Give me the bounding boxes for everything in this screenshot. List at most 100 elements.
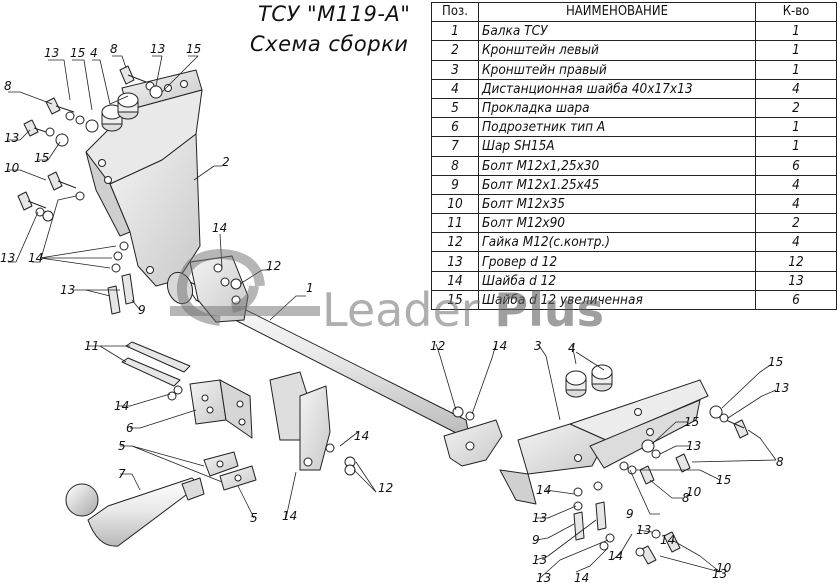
callout-number: 15 [684, 415, 699, 429]
callout-number: 9 [532, 533, 540, 547]
diagram-subtitle: Схема сборки [250, 32, 409, 56]
callout-number: 9 [138, 303, 146, 317]
washers-nuts [35, 81, 729, 557]
callout-number: 14 [660, 533, 675, 547]
callout-number: 11 [84, 339, 99, 353]
callout-number: 8 [110, 42, 118, 56]
row-pos: 11 [431, 213, 479, 234]
callout-number: 8 [682, 491, 690, 505]
callout-number: 13 [532, 511, 547, 525]
callout-number: 4 [568, 341, 576, 355]
callout-number: 15 [70, 46, 85, 60]
callout-number: 14 [536, 483, 551, 497]
callout-number: 7 [118, 467, 126, 481]
callout-number: 2 [222, 155, 230, 169]
callout-number: 15 [186, 42, 201, 56]
watermark: Leader Plus [322, 283, 604, 337]
row-name: Подрозетник тип A [478, 117, 756, 138]
row-name: Болт M12x35 [478, 193, 756, 215]
ball-pads [203, 451, 257, 491]
callout-number: 13 [0, 251, 15, 265]
row-name: Шайба d 12 увеличенная [478, 289, 756, 311]
row-pos: 13 [431, 251, 479, 272]
callout-number: 14 [492, 339, 507, 353]
callout-number: 13 [532, 553, 547, 567]
callout-number: 13 [712, 567, 727, 581]
left-bracket [85, 69, 203, 287]
callout-number: 9 [626, 507, 634, 521]
row-qty: 12 [755, 251, 837, 272]
callout-number: 15 [768, 355, 783, 369]
callout-number: 14 [282, 509, 297, 523]
row-name: Прокладка шара [478, 97, 756, 119]
callout-number: 1 [306, 281, 314, 295]
leaderplus-logo-icon [170, 248, 320, 326]
callout-number: 14 [574, 571, 589, 585]
callout-number: 14 [28, 251, 43, 265]
right-bracket [499, 379, 709, 505]
socket-plate [189, 379, 253, 439]
parts-table-header-row: Поз. НАИМЕНОВАНИЕ К-во [431, 1, 837, 23]
callout-number: 13 [44, 46, 59, 60]
diagram-title: ТСУ "M119-A" [258, 2, 411, 26]
callout-number: 5 [118, 439, 126, 453]
row-pos: 15 [431, 289, 479, 311]
callout-number: 6 [126, 421, 134, 435]
callout-number: 13 [774, 381, 789, 395]
row-name: Болт M12x1.25x45 [478, 174, 756, 195]
callout-number: 13 [636, 523, 651, 537]
row-pos: 14 [431, 270, 479, 291]
callout-number: 12 [430, 339, 445, 353]
row-name: Шайба d 12 [478, 270, 756, 291]
row-name: Дистанционная шайба 40х17х13 [478, 78, 756, 99]
row-qty: 13 [755, 270, 837, 291]
row-qty: 6 [755, 289, 837, 311]
row-name: Кронштейн левый [478, 40, 756, 61]
callout-number: 12 [266, 259, 281, 273]
watermark-word2: Plus [494, 283, 604, 337]
callout-number: 14 [608, 549, 623, 563]
callout-number: 14 [212, 221, 227, 235]
callout-number: 14 [114, 399, 129, 413]
header-pos: Поз. [431, 1, 479, 23]
leader-lines [8, 55, 777, 579]
callout-number: 8 [4, 79, 12, 93]
callout-number: 13 [4, 131, 19, 145]
callout-number: 10 [4, 161, 20, 175]
callout-number: 5 [250, 511, 258, 525]
callout-number: 10 [686, 485, 702, 499]
callout-number: 13 [686, 439, 701, 453]
callout-number: 8 [776, 455, 784, 469]
callout-number: 12 [378, 481, 393, 495]
spacers-left [101, 92, 139, 132]
callout-number: 13 [150, 42, 165, 56]
callout-number: 15 [34, 151, 49, 165]
callout-number: 14 [354, 429, 369, 443]
callout-number: 13 [60, 283, 75, 297]
bolts [17, 65, 749, 565]
callout-number: 10 [716, 561, 732, 575]
callout-number: 15 [716, 473, 731, 487]
callout-number: 4 [90, 46, 98, 60]
callout-number: 13 [536, 571, 551, 585]
watermark-word1: Leader [322, 283, 480, 337]
callout-number: 3 [534, 339, 542, 353]
row-name: Гровер d 12 [478, 251, 756, 272]
tow-ball [65, 477, 205, 547]
spacers-right [565, 364, 613, 398]
